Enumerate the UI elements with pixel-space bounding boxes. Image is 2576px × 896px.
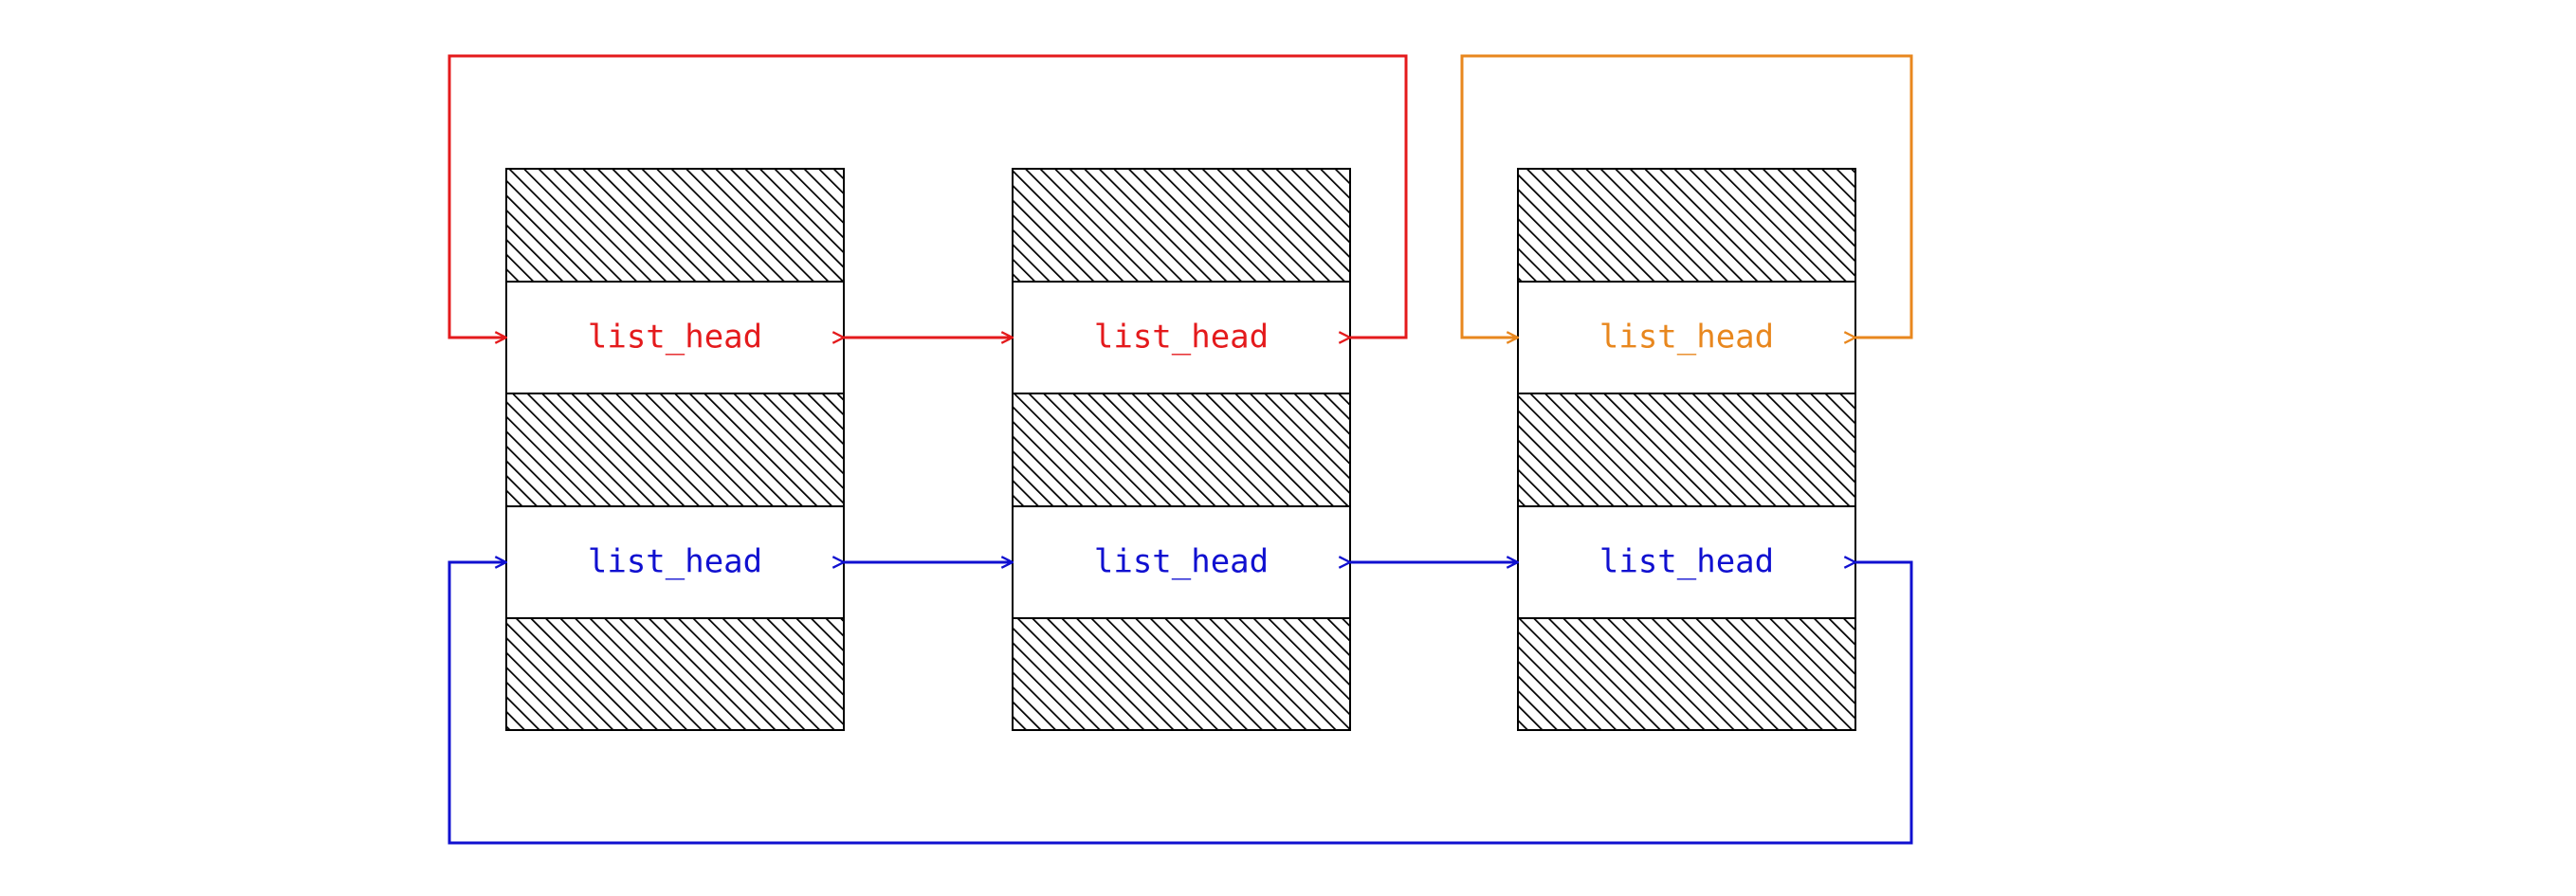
hatched-padding (505, 393, 845, 507)
red-list-links (448, 54, 1408, 338)
blue-wraparound-arrow (448, 562, 1913, 845)
hatched-padding (1517, 393, 1856, 507)
struct-node-2: list_head list_head (1012, 168, 1351, 731)
list-head-label: list_head (588, 543, 762, 581)
list-head-label: list_head (1599, 319, 1774, 357)
hatched-padding (1012, 617, 1351, 731)
orange-self-loop-arrow (1460, 54, 1913, 338)
struct-node-3: list_head list_head (1517, 168, 1856, 731)
list-head-label: list_head (1094, 543, 1269, 581)
list-head-label: list_head (1599, 543, 1774, 581)
hatched-padding (1517, 617, 1856, 731)
hatched-padding (505, 617, 845, 731)
list-head-label: list_head (588, 319, 762, 357)
orange-list-links (1460, 54, 1913, 338)
hatched-padding (1517, 168, 1856, 283)
red-wraparound-arrow (448, 54, 1408, 338)
hatched-padding (1012, 393, 1351, 507)
struct-node-1: list_head list_head (505, 168, 845, 731)
list-head-label: list_head (1094, 319, 1269, 357)
hatched-padding (1012, 168, 1351, 283)
hatched-padding (505, 168, 845, 283)
blue-list-links (448, 562, 1913, 845)
